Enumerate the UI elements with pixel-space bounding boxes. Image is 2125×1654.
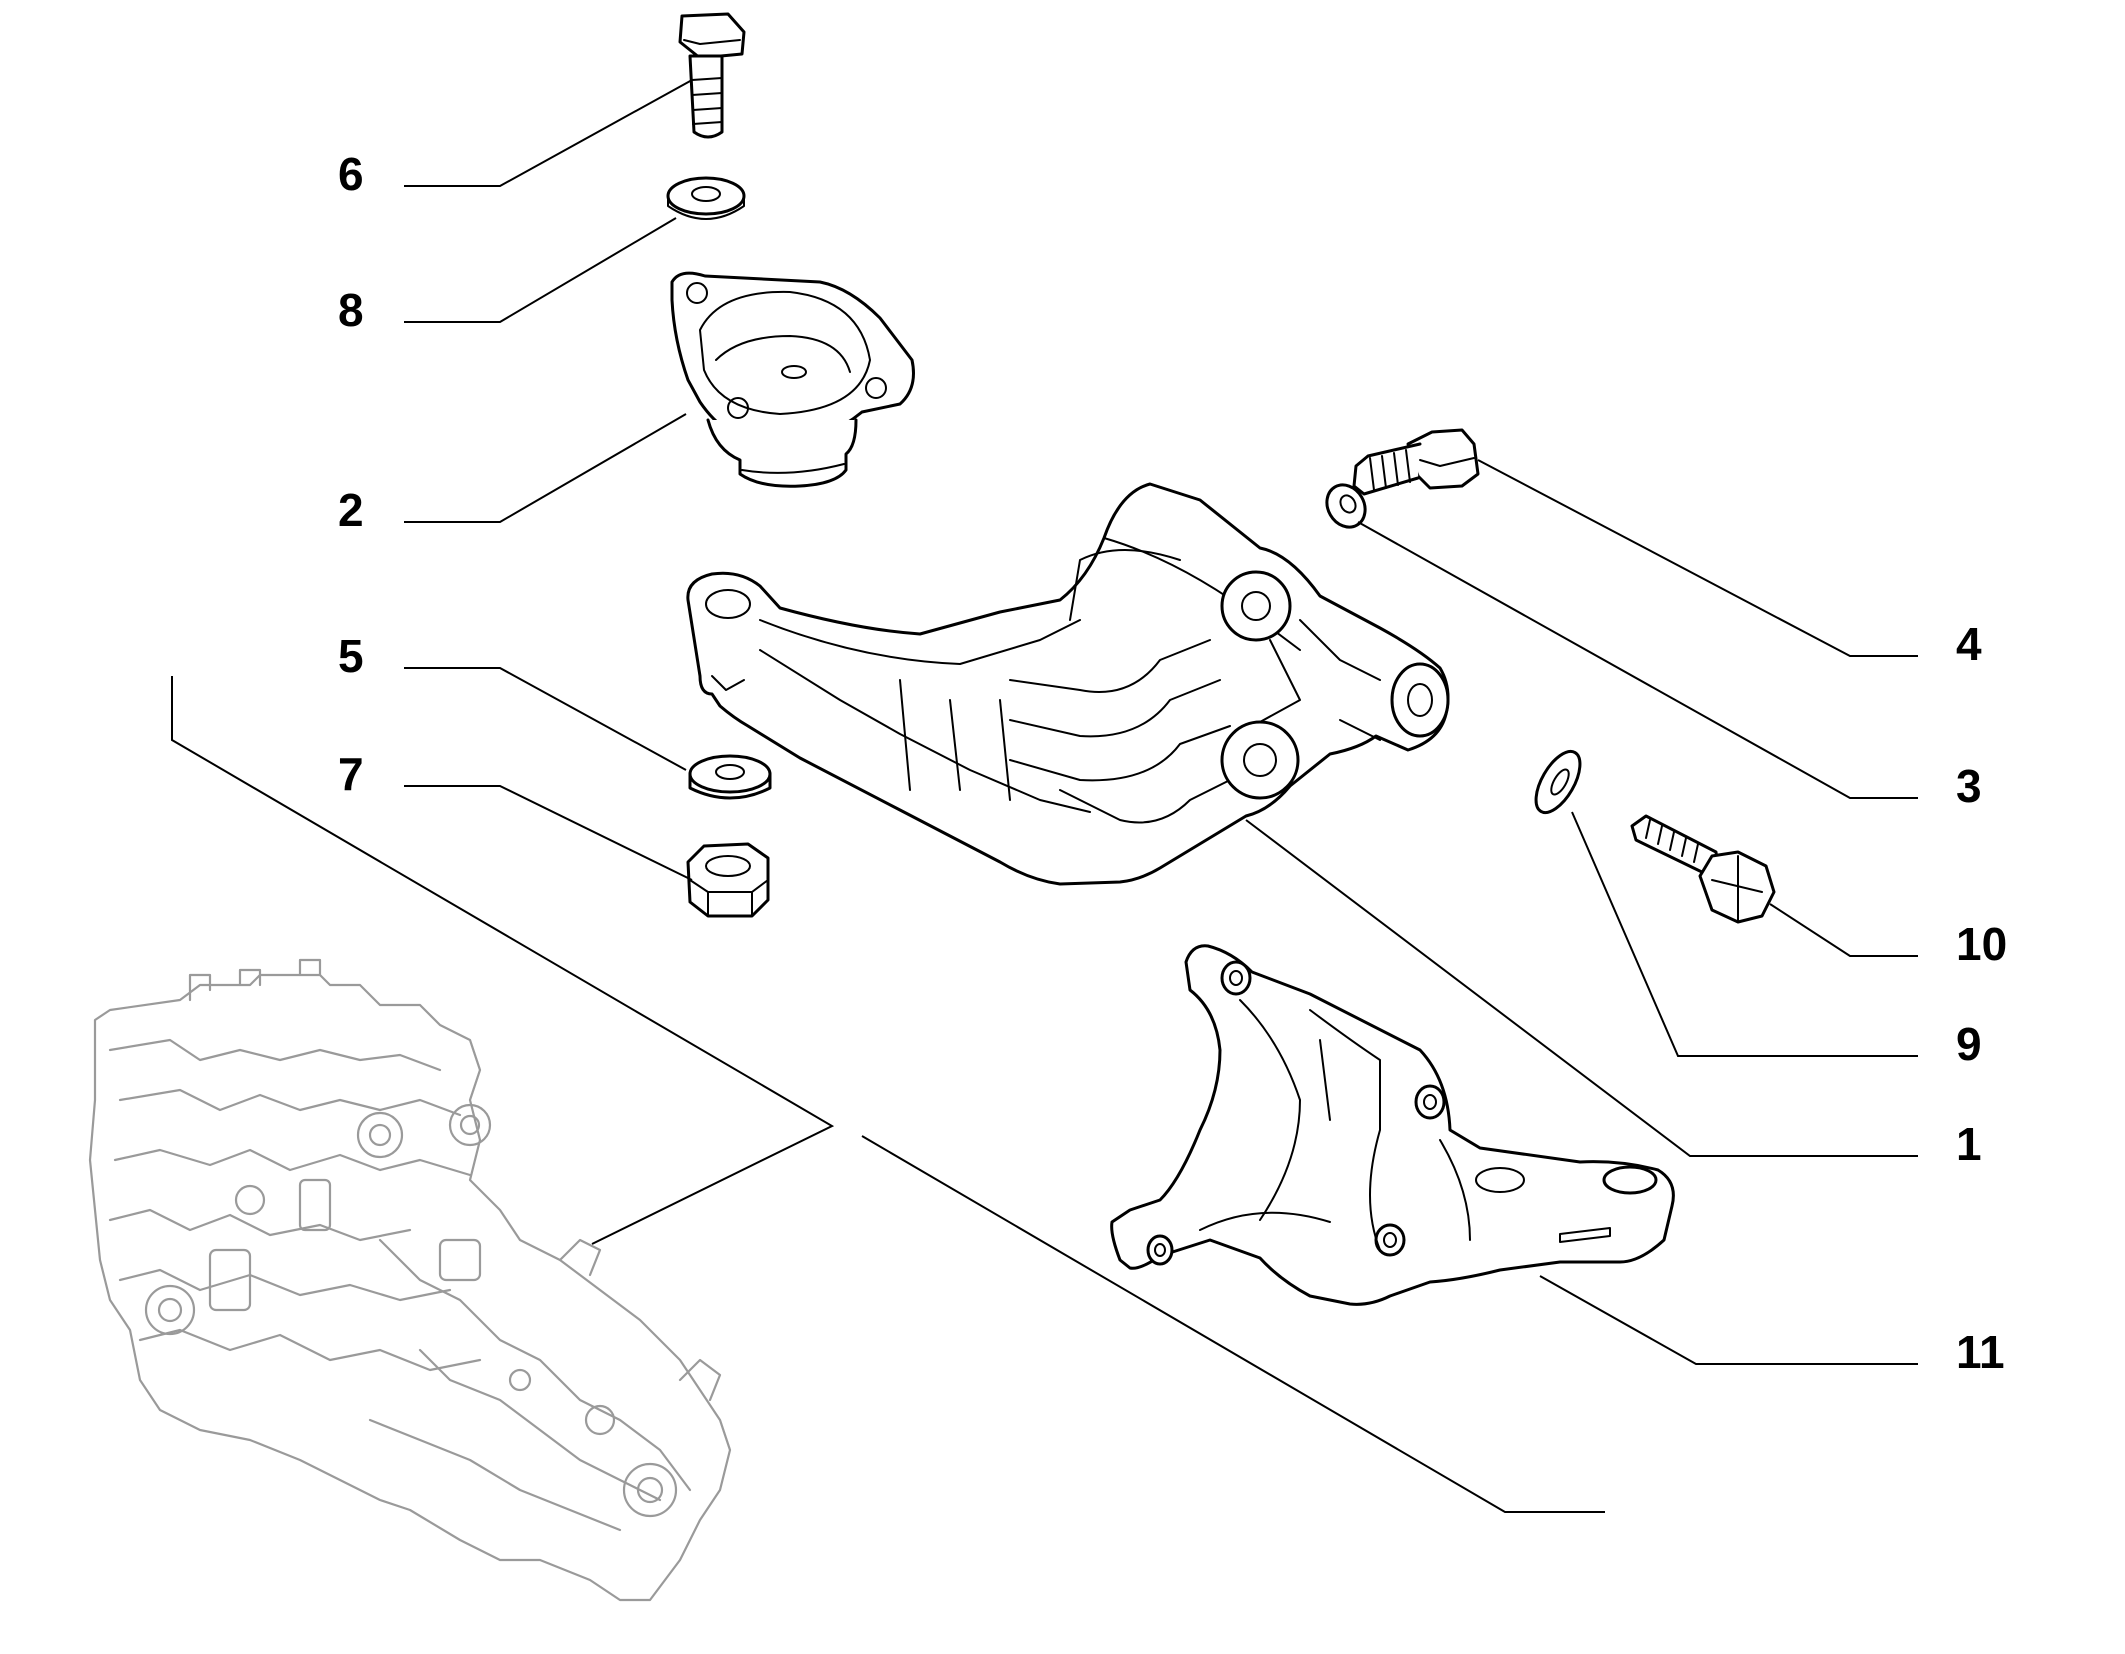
part-3-washer (1325, 483, 1367, 529)
callout-10: 10 (1956, 918, 2007, 970)
callout-5: 5 (338, 630, 364, 682)
part-2-rubber-mount (670, 271, 915, 488)
leader-3 (1357, 521, 1918, 799)
part-9-washer (1534, 749, 1582, 815)
callout-4: 4 (1956, 618, 1982, 670)
callout-3: 3 (1956, 760, 1982, 812)
part-7-nut (686, 842, 770, 918)
callout-2: 2 (338, 484, 364, 536)
part-8-washer (666, 176, 746, 220)
callout-7: 7 (338, 748, 364, 800)
part-11-lower-bracket (1110, 944, 1675, 1306)
part-10-bolt (1630, 814, 1776, 924)
leader-11 (1539, 1275, 1918, 1365)
callout-labels: 6 8 2 5 7 4 3 10 9 1 11 (338, 148, 2007, 1378)
callout-8: 8 (338, 284, 364, 336)
callout-1: 1 (1956, 1118, 1982, 1170)
part-1-main-bracket (686, 482, 1450, 886)
engine-reference-leader (171, 676, 1605, 1513)
leader-2 (404, 413, 687, 523)
leader-10 (1769, 903, 1918, 957)
leader-1 (1245, 819, 1918, 1157)
leader-5 (404, 667, 687, 771)
part-5-washer (688, 754, 772, 800)
engine-gearbox-illustration (88, 958, 732, 1602)
callout-9: 9 (1956, 1018, 1982, 1070)
part-4-bolt (1352, 428, 1480, 496)
leader-7 (404, 785, 693, 881)
leader-8 (404, 217, 677, 323)
callout-6: 6 (338, 148, 364, 200)
callout-leaders (404, 79, 1918, 1365)
leader-9 (1571, 811, 1918, 1057)
leader-4 (1477, 459, 1918, 657)
leader-6 (404, 79, 693, 187)
callout-11: 11 (1956, 1326, 2005, 1378)
part-6-bolt (678, 12, 746, 139)
